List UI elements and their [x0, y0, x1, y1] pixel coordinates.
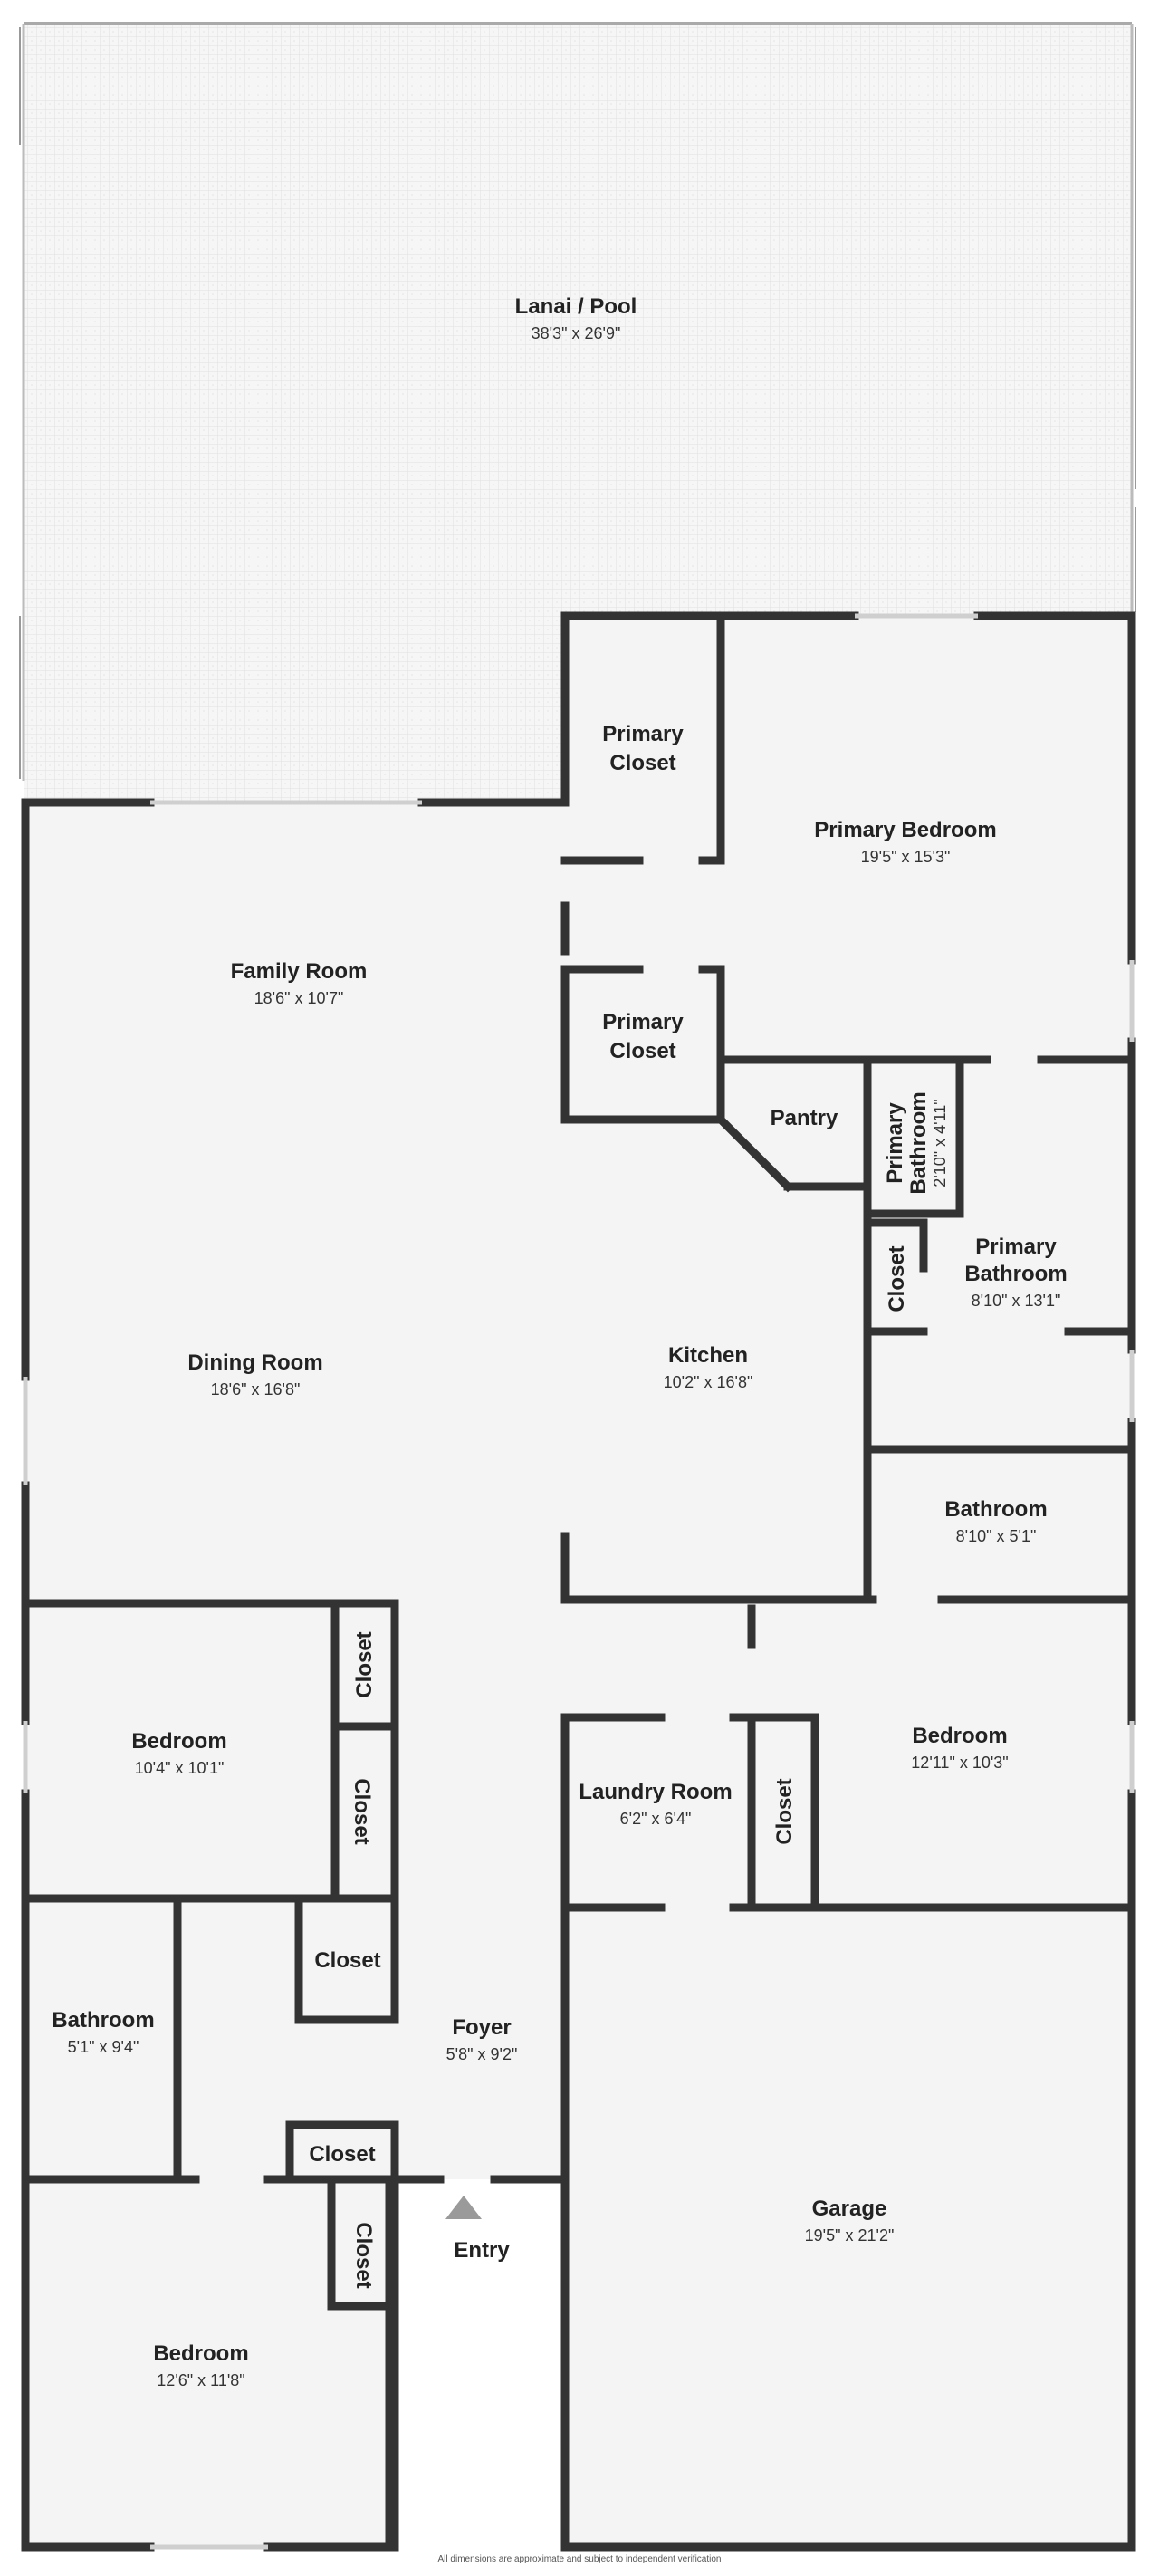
- primary-bathroom-small-name-1: Primary: [883, 1102, 907, 1184]
- dining-room-name: Dining Room: [187, 1350, 322, 1375]
- family-room-dims: 18'6" x 10'7": [254, 989, 344, 1007]
- closet-left-2-name: Closet: [350, 1778, 374, 1844]
- laundry-room-dims: 6'2" x 6'4": [620, 1810, 692, 1828]
- dining-room-dims: 18'6" x 16'8": [211, 1380, 301, 1399]
- primary-bathroom-small-name-2: Bathroom: [906, 1091, 931, 1194]
- kitchen-name: Kitchen: [668, 1343, 748, 1368]
- closet-small-right-name: Closet: [885, 1245, 909, 1312]
- bathroom-left-dims: 5'1" x 9'4": [68, 2038, 139, 2056]
- closet-bottom-name: Closet: [351, 2222, 376, 2288]
- bedroom-left-name: Bedroom: [131, 1729, 226, 1754]
- lanai-dims: 38'3" x 26'9": [532, 324, 621, 342]
- closet-left-3-name: Closet: [314, 1948, 380, 1973]
- bedroom-right-name: Bedroom: [912, 1724, 1007, 1748]
- pantry-name: Pantry: [771, 1106, 838, 1130]
- bedroom-right-dims: 12'11" x 10'3": [911, 1754, 1008, 1772]
- bathroom-right-name: Bathroom: [944, 1497, 1047, 1522]
- windows: [23, 613, 1135, 2550]
- walls: [21, 611, 1136, 2552]
- closet-foyer-name: Closet: [309, 2142, 375, 2167]
- primary-closet-top-name-1: Primary: [602, 722, 684, 746]
- entry-name: Entry: [454, 2238, 510, 2263]
- interior-floor: [25, 616, 1132, 2547]
- primary-bedroom-dims: 19'5" x 15'3": [861, 848, 951, 866]
- closet-laundry-name: Closet: [772, 1778, 797, 1844]
- footer-disclaimer: All dimensions are approximate and subje…: [437, 2554, 722, 2564]
- primary-closet-top-name-2: Closet: [609, 751, 675, 775]
- bedroom-bottom-name: Bedroom: [153, 2341, 248, 2366]
- primary-bathroom-name-1: Primary: [975, 1235, 1057, 1259]
- laundry-room-name: Laundry Room: [579, 1780, 732, 1804]
- lanai-name: Lanai / Pool: [515, 294, 637, 319]
- family-room-name: Family Room: [231, 959, 368, 984]
- primary-closet-mid-name-2: Closet: [609, 1039, 675, 1063]
- foyer-dims: 5'8" x 9'2": [446, 2045, 518, 2063]
- garage-dims: 19'5" x 21'2": [805, 2226, 895, 2244]
- entry-marker: [445, 2196, 482, 2219]
- bathroom-right-dims: 8'10" x 5'1": [956, 1527, 1037, 1545]
- primary-bathroom-small-dims: 2'10" x 4'11": [931, 1099, 949, 1187]
- bedroom-bottom-dims: 12'6" x 11'8": [157, 2371, 244, 2389]
- primary-bathroom-dims: 8'10" x 13'1": [972, 1292, 1061, 1310]
- bathroom-left-name: Bathroom: [52, 2008, 154, 2033]
- bedroom-left-dims: 10'4" x 10'1": [135, 1759, 225, 1777]
- primary-bedroom-name: Primary Bedroom: [814, 818, 996, 842]
- room-labels: Lanai / Pool 38'3" x 26'9" Primary Close…: [52, 294, 1067, 2389]
- closet-left-1-name: Closet: [352, 1631, 377, 1697]
- foyer-name: Foyer: [452, 2015, 511, 2040]
- primary-closet-mid-name-1: Primary: [602, 1010, 684, 1034]
- garage-name: Garage: [812, 2196, 887, 2221]
- primary-bathroom-name-2: Bathroom: [964, 1262, 1067, 1286]
- kitchen-dims: 10'2" x 16'8": [664, 1373, 753, 1391]
